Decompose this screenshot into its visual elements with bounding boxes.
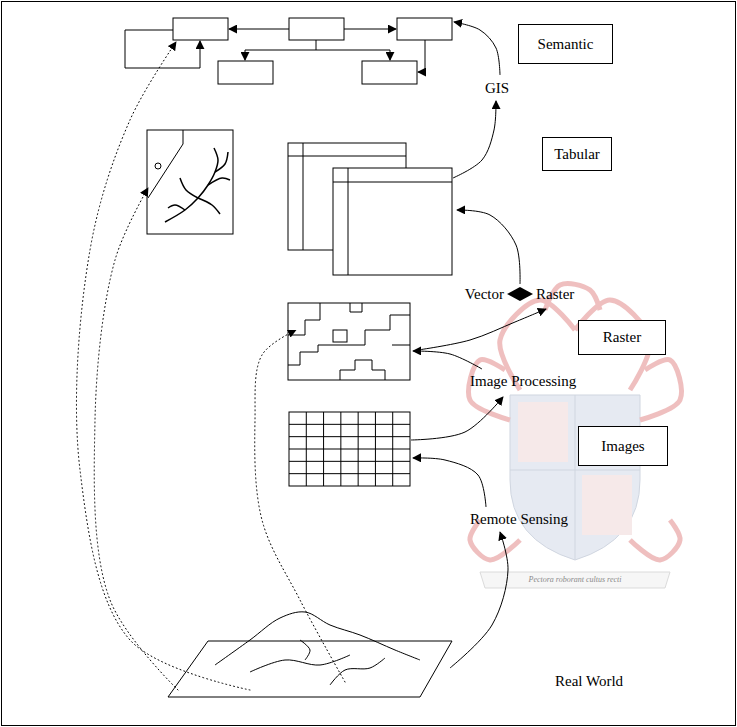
layer-box: Semantic: [518, 24, 613, 64]
map-box: [147, 130, 233, 234]
box: [173, 18, 228, 40]
world-label: Real World: [555, 672, 623, 690]
table-window: [333, 168, 452, 275]
process-label: Image Processing: [470, 372, 576, 390]
line: [168, 205, 185, 210]
line: [392, 345, 410, 346]
line: [289, 436, 410, 437]
line: [418, 309, 546, 350]
line: [208, 178, 230, 185]
process-label: Remote Sensing: [470, 510, 568, 528]
line: [148, 130, 183, 198]
box: [362, 61, 417, 84]
line: [215, 612, 420, 665]
line: [289, 461, 410, 462]
conversion-diamond: [507, 287, 533, 301]
line: [411, 397, 503, 440]
line: [125, 30, 200, 68]
line: [457, 210, 520, 284]
box-label: Images: [593, 438, 652, 455]
line: [303, 143, 304, 250]
line: [245, 50, 246, 60]
image-grid: [289, 412, 410, 486]
terrain-plane: [168, 641, 452, 697]
line: [289, 473, 410, 474]
line: [300, 640, 310, 660]
line: [340, 360, 385, 380]
line: [333, 182, 452, 183]
line: [413, 351, 482, 369]
watermark-motto: Pectora roborant cultus recti: [529, 575, 622, 585]
box: [218, 61, 273, 84]
line: [255, 330, 345, 682]
format-label: Vector: [465, 285, 504, 303]
line: [450, 532, 508, 668]
line: [288, 315, 410, 365]
format-label: Raster: [536, 285, 574, 303]
box-label: Semantic: [530, 36, 602, 53]
line: [316, 40, 317, 50]
crest-watermark: [469, 284, 682, 588]
line: [454, 22, 500, 75]
line: [418, 40, 425, 72]
line: [289, 449, 410, 450]
line: [165, 148, 218, 222]
process-label: GIS: [485, 79, 509, 97]
box: [397, 18, 452, 40]
layer-box: Raster: [578, 320, 666, 355]
box-label: Tabular: [546, 146, 608, 163]
line: [180, 178, 198, 198]
line: [245, 50, 390, 51]
line: [330, 658, 385, 685]
line: [289, 424, 410, 425]
line: [453, 101, 496, 178]
line: [229, 29, 289, 30]
line: [350, 303, 362, 312]
line: [348, 168, 349, 275]
line: [215, 152, 228, 172]
line: [94, 188, 178, 690]
line: [390, 50, 391, 60]
raster-box: [288, 303, 410, 380]
line: [413, 458, 486, 507]
line: [198, 198, 220, 214]
box-label: Raster: [595, 329, 649, 346]
line: [344, 29, 396, 30]
line: [76, 42, 250, 690]
box: [289, 18, 344, 40]
line: [288, 303, 320, 335]
line: [288, 156, 406, 157]
layer-box: Images: [578, 426, 668, 466]
layer-box: Tabular: [542, 137, 612, 171]
